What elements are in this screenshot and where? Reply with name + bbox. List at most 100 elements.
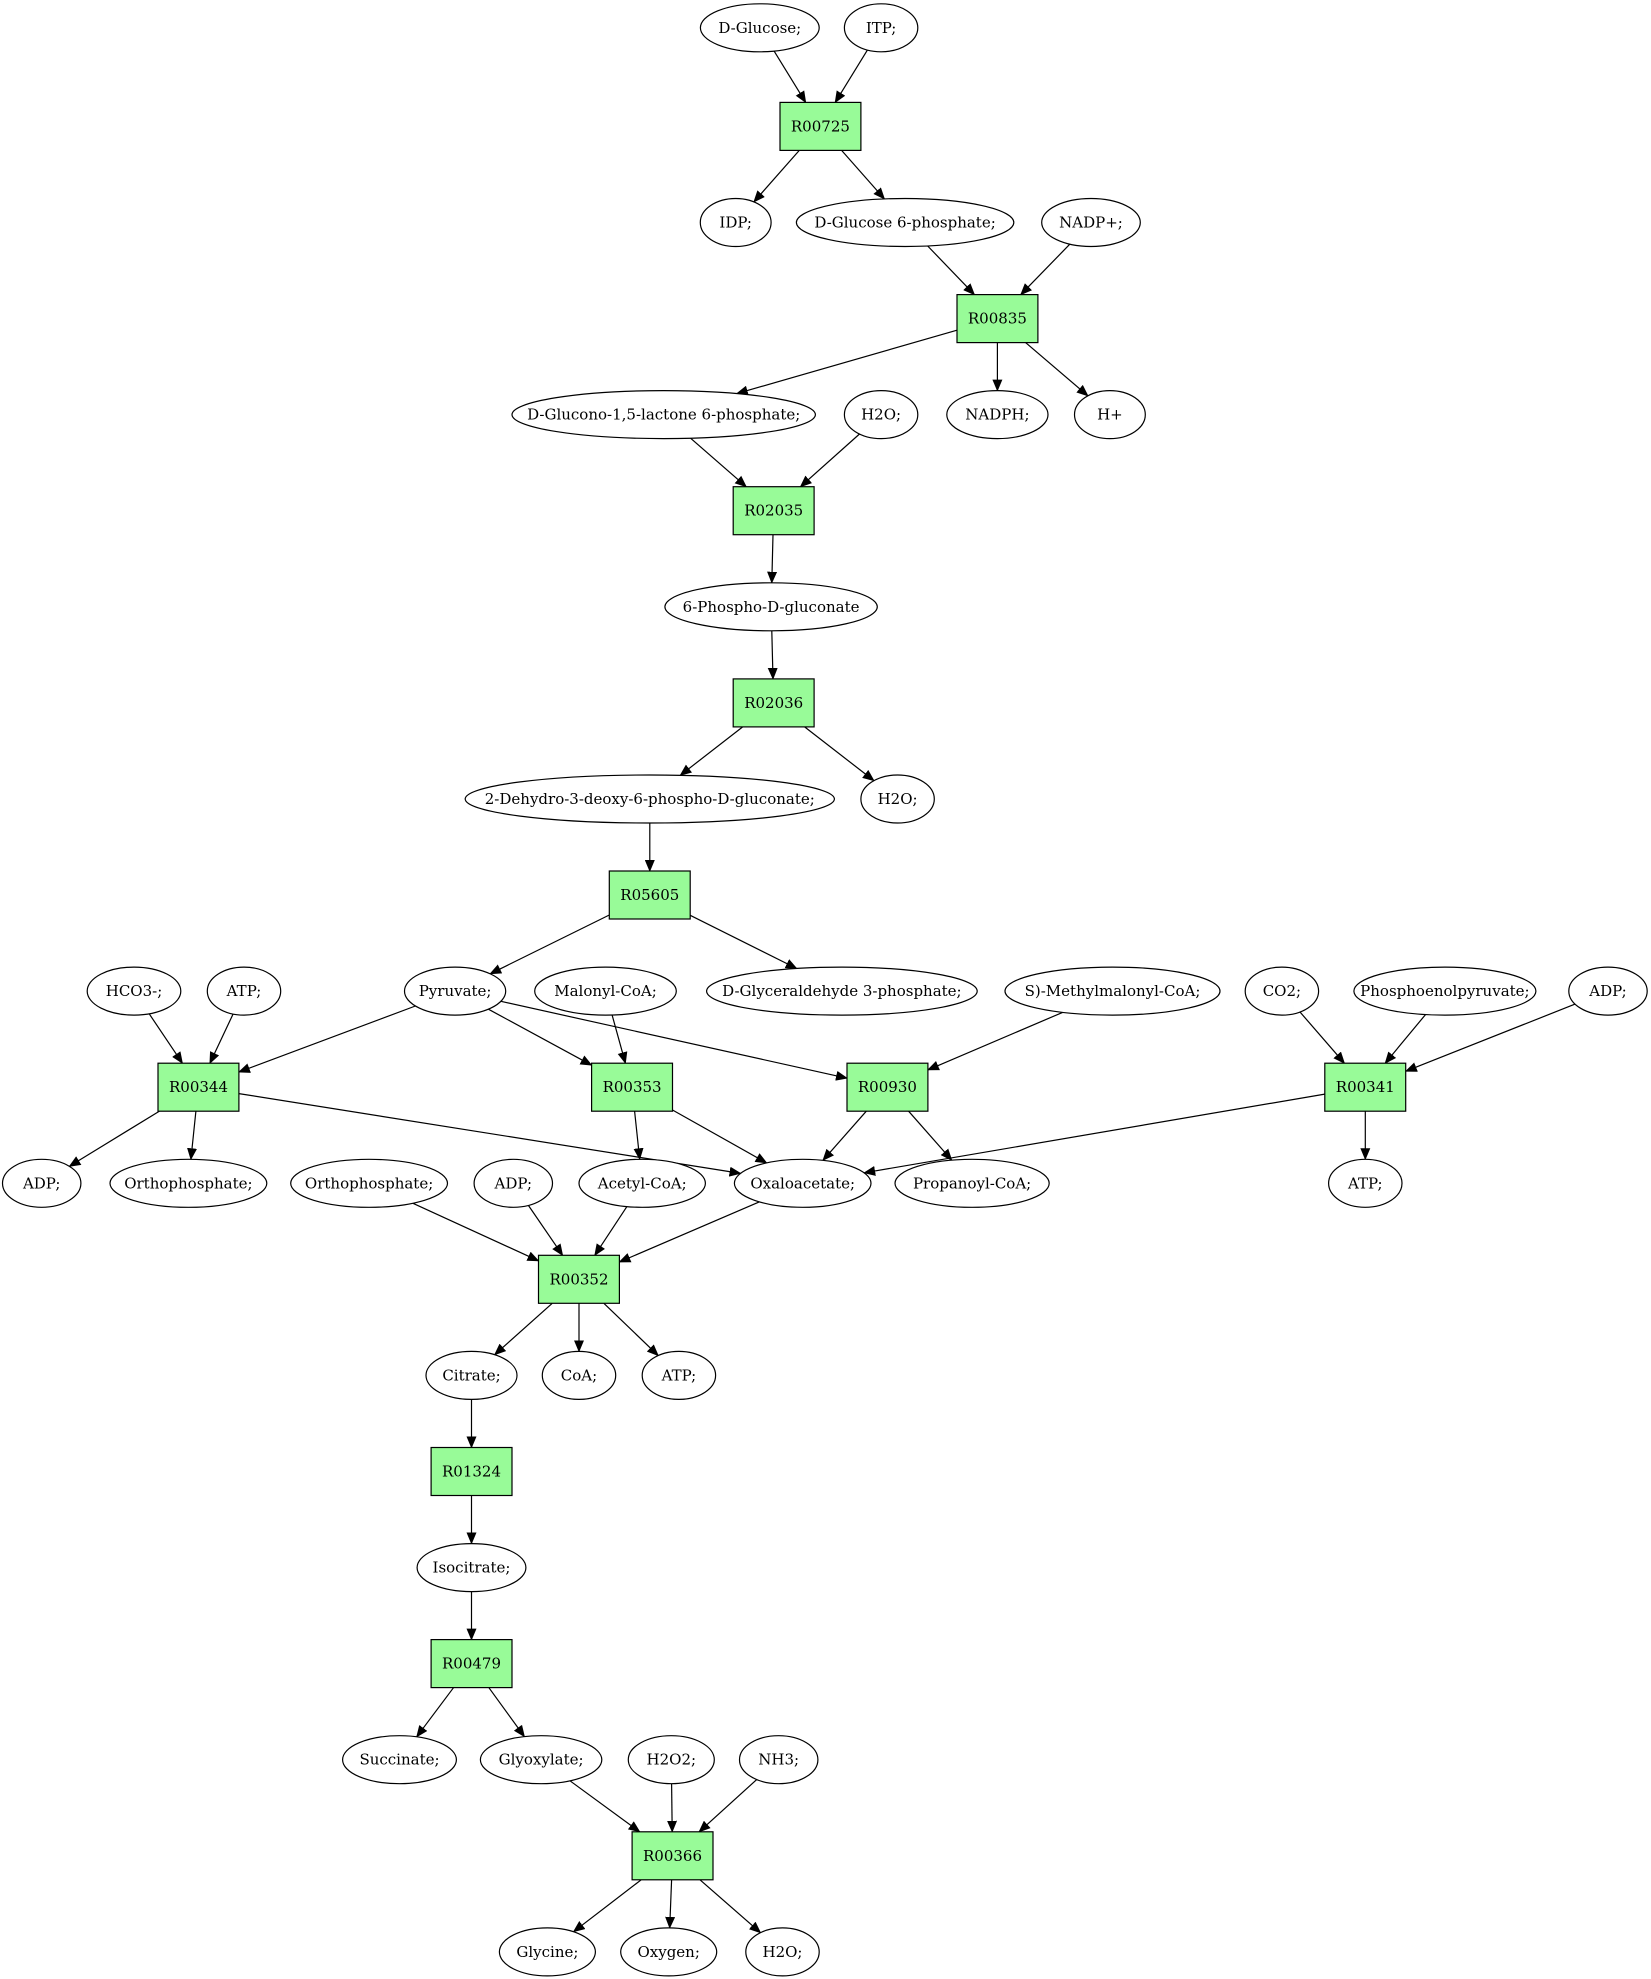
reaction-box (590, 1062, 674, 1112)
edge-r00835-to-hplus (1025, 342, 1089, 397)
compound-node-idp: IDP; (699, 197, 772, 248)
edge-glac-to-r02035 (690, 437, 747, 488)
compound-node-pyr: Pyruvate; (403, 966, 507, 1016)
compound-node-adp_a: ADP; (1568, 966, 1648, 1016)
reaction-box (430, 1446, 513, 1497)
compound-ellipse (860, 774, 935, 824)
node-label: R00479 (442, 1655, 501, 1673)
compound-ellipse (109, 1158, 268, 1208)
compound-node-gap: D-Glyceraldehyde 3-phosphate; (706, 966, 978, 1016)
compound-ellipse (86, 966, 182, 1016)
node-label: ATP; (661, 1366, 697, 1384)
node-label: R02035 (744, 502, 803, 520)
compound-ellipse (1328, 1158, 1403, 1208)
reaction-node-r00725: R00725 (779, 101, 862, 152)
compound-node-malcoa: Malonyl-CoA; (534, 966, 677, 1016)
edge-co2-to-r00341 (1299, 1011, 1346, 1064)
edge-h2o_a-to-r02035 (799, 433, 860, 488)
edge-pep-to-r00341 (1384, 1014, 1426, 1064)
edge-accoa-to-r00352 (594, 1206, 628, 1257)
edge-r00352-to-atp_c (603, 1302, 659, 1357)
edge-pgl-to-r02036 (767, 630, 778, 680)
edge-smmcoa-to-r00930 (926, 1011, 1063, 1071)
compound-ellipse (1004, 966, 1221, 1016)
edge-h2o2-to-r00366 (667, 1783, 678, 1833)
edge-malcoa-to-r00353 (611, 1014, 628, 1065)
edge-r02035-to-pgl (767, 534, 778, 584)
compound-ellipse (578, 1158, 707, 1208)
node-label: IDP; (719, 214, 752, 232)
node-label: 6-Phospho-D-gluconate (683, 598, 860, 616)
node-label: R05605 (620, 886, 679, 904)
reaction-box (779, 101, 862, 152)
compound-ellipse (1353, 966, 1537, 1016)
reaction-box (631, 1831, 714, 1881)
reaction-node-r00366: R00366 (631, 1831, 714, 1881)
node-label: R00725 (791, 117, 850, 135)
compound-node-atp_c: ATP; (641, 1350, 717, 1401)
node-label: S)-Methylmalonyl-CoA; (1025, 982, 1201, 1000)
compound-ellipse (1, 1158, 82, 1208)
edges-layer (68, 49, 1576, 1934)
node-label: R00835 (968, 310, 1027, 328)
edge-r05605-to-pyr (489, 914, 610, 975)
edge-r00352-to-cit (493, 1302, 553, 1356)
edge-adp_a-to-r00341 (1404, 1003, 1576, 1072)
compound-ellipse (511, 390, 816, 440)
node-label: Succinate; (359, 1751, 439, 1769)
node-label: NH3; (758, 1751, 799, 1769)
compound-ellipse (706, 966, 978, 1016)
node-label: ATP; (1347, 1174, 1383, 1192)
edge-r00344-to-pi_a (187, 1111, 198, 1161)
compound-node-hplus: H+ (1073, 390, 1146, 440)
edge-pyr-to-r00930 (500, 1000, 848, 1081)
node-label: R01324 (442, 1463, 501, 1481)
edge-glc-to-r00725 (773, 50, 807, 104)
edge-glx-to-r00366 (569, 1780, 641, 1833)
edge-pi_b-to-r00352 (412, 1202, 540, 1262)
compound-ellipse (1041, 197, 1141, 248)
node-label: R00353 (603, 1078, 662, 1096)
reaction-node-r00479: R00479 (430, 1638, 513, 1689)
node-label: R00341 (1336, 1078, 1395, 1096)
node-label: Orthophosphate; (124, 1174, 252, 1192)
compound-node-glx: Glyoxylate; (479, 1735, 603, 1785)
compound-node-pep: Phosphoenolpyruvate; (1353, 966, 1537, 1016)
edge-r00353-to-accoa (633, 1111, 644, 1161)
compound-node-h2o2: H2O2; (627, 1735, 715, 1785)
reaction-node-r02035: R02035 (732, 486, 815, 536)
compound-node-h2o_b: H2O; (860, 774, 935, 824)
compound-ellipse (1073, 390, 1146, 440)
reaction-node-r00352: R00352 (537, 1254, 621, 1304)
compound-node-co2: CO2; (1244, 966, 1320, 1016)
node-label: H2O; (861, 406, 901, 424)
compound-ellipse (745, 1927, 820, 1977)
reaction-box (1324, 1062, 1407, 1112)
compound-node-nadp: NADP+; (1041, 197, 1141, 248)
edge-adp_c-to-r00352 (527, 1205, 564, 1257)
compound-ellipse (641, 1350, 717, 1401)
node-label: R00344 (169, 1078, 228, 1096)
compound-node-hco3: HCO3-; (86, 966, 182, 1016)
compound-ellipse (342, 1735, 458, 1785)
node-label: Propanoyl-CoA; (913, 1174, 1031, 1192)
reaction-box (956, 294, 1039, 344)
compound-node-h2o_c: H2O; (745, 1927, 820, 1977)
node-label: Isocitrate; (433, 1559, 511, 1577)
compound-ellipse (1568, 966, 1648, 1016)
node-label: R00352 (549, 1270, 608, 1288)
edge-r02036-to-kdpg (679, 726, 744, 776)
node-label: NADPH; (965, 406, 1029, 424)
node-label: Oxygen; (637, 1943, 699, 1961)
node-label: CO2; (1263, 982, 1301, 1000)
edge-r00725-to-g6p (841, 150, 886, 200)
compound-ellipse (416, 1542, 527, 1593)
edge-nadp-to-r00835 (1020, 243, 1071, 296)
compound-node-gly: Glycine; (498, 1927, 597, 1977)
edge-r02036-to-h2o_b (804, 726, 875, 782)
node-label: Pyruvate; (419, 982, 492, 1000)
node-label: D-Glyceraldehyde 3-phosphate; (722, 982, 961, 1000)
reaction-node-r05605: R05605 (608, 870, 691, 920)
reaction-box (537, 1254, 621, 1304)
